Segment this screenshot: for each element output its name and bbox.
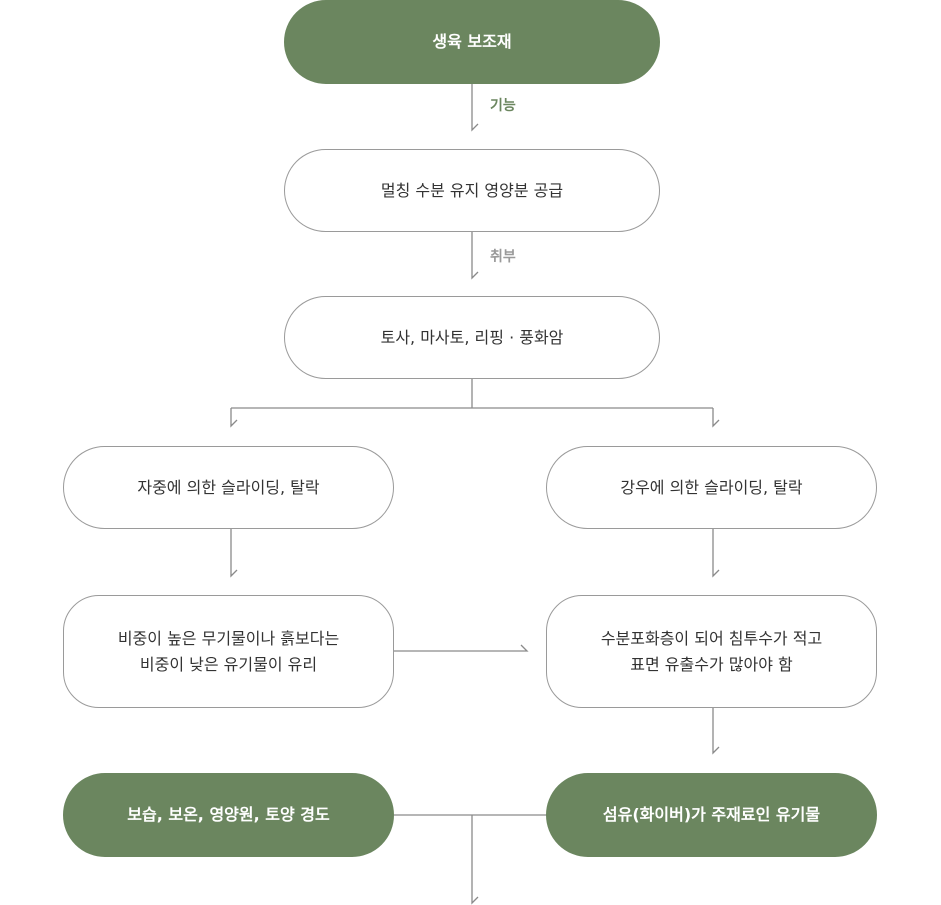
node-right-result: 섬유(화이버)가 주재료인 유기물 bbox=[546, 773, 877, 857]
node-right-result-label: 섬유(화이버)가 주재료인 유기물 bbox=[602, 805, 821, 824]
edge-label-vulnerable: 취부 bbox=[490, 249, 516, 265]
node-mulching: 멀칭 수분 유지 영양분 공급 bbox=[284, 149, 660, 232]
node-soil-label: 토사, 마사토, 리핑 · 풍화암 bbox=[380, 327, 564, 347]
node-left-material-line1: 비중이 높은 무기물이나 흙보다는 bbox=[117, 628, 340, 648]
node-left-result-label: 보습, 보온, 영양원, 토양 경도 bbox=[127, 805, 330, 824]
connector-split-left bbox=[230, 408, 238, 428]
node-left-material: 비중이 높은 무기물이나 흙보다는 비중이 낮은 유기물이 유리 bbox=[63, 595, 394, 708]
node-right-slide-label: 강우에 의한 슬라이딩, 탈락 bbox=[620, 477, 803, 497]
node-growth-aid: 생육 보조재 bbox=[284, 0, 660, 84]
node-left-material-line2: 비중이 낮은 유기물이 유리 bbox=[139, 654, 318, 674]
connector-mulching-to-soil bbox=[471, 232, 479, 280]
connector-split-right bbox=[712, 408, 720, 428]
node-right-material-line2: 표면 유출수가 많아야 함 bbox=[630, 654, 793, 674]
connector-top-to-mulching bbox=[471, 84, 479, 132]
node-right-material-line1: 수분포화층이 되어 침투수가 적고 bbox=[600, 628, 823, 648]
node-left-result: 보습, 보온, 영양원, 토양 경도 bbox=[63, 773, 394, 857]
node-growth-aid-label: 생육 보조재 bbox=[432, 32, 512, 51]
node-left-slide-label: 자중에 의한 슬라이딩, 탈락 bbox=[137, 477, 320, 497]
node-right-material: 수분포화층이 되어 침투수가 적고 표면 유출수가 많아야 함 bbox=[546, 595, 877, 708]
connector-left-to-right-material bbox=[394, 644, 529, 652]
connector-right-material-to-result bbox=[712, 708, 720, 755]
node-left-slide: 자중에 의한 슬라이딩, 탈락 bbox=[63, 446, 394, 529]
connector-right-slide-to-material bbox=[712, 529, 720, 578]
edge-label-function: 기능 bbox=[490, 98, 516, 114]
node-right-slide: 강우에 의한 슬라이딩, 탈락 bbox=[546, 446, 877, 529]
connector-left-slide-to-material bbox=[230, 529, 238, 578]
node-soil: 토사, 마사토, 리핑 · 풍화암 bbox=[284, 296, 660, 379]
node-mulching-label: 멀칭 수분 유지 영양분 공급 bbox=[380, 180, 564, 200]
connector-results-down bbox=[471, 815, 479, 905]
